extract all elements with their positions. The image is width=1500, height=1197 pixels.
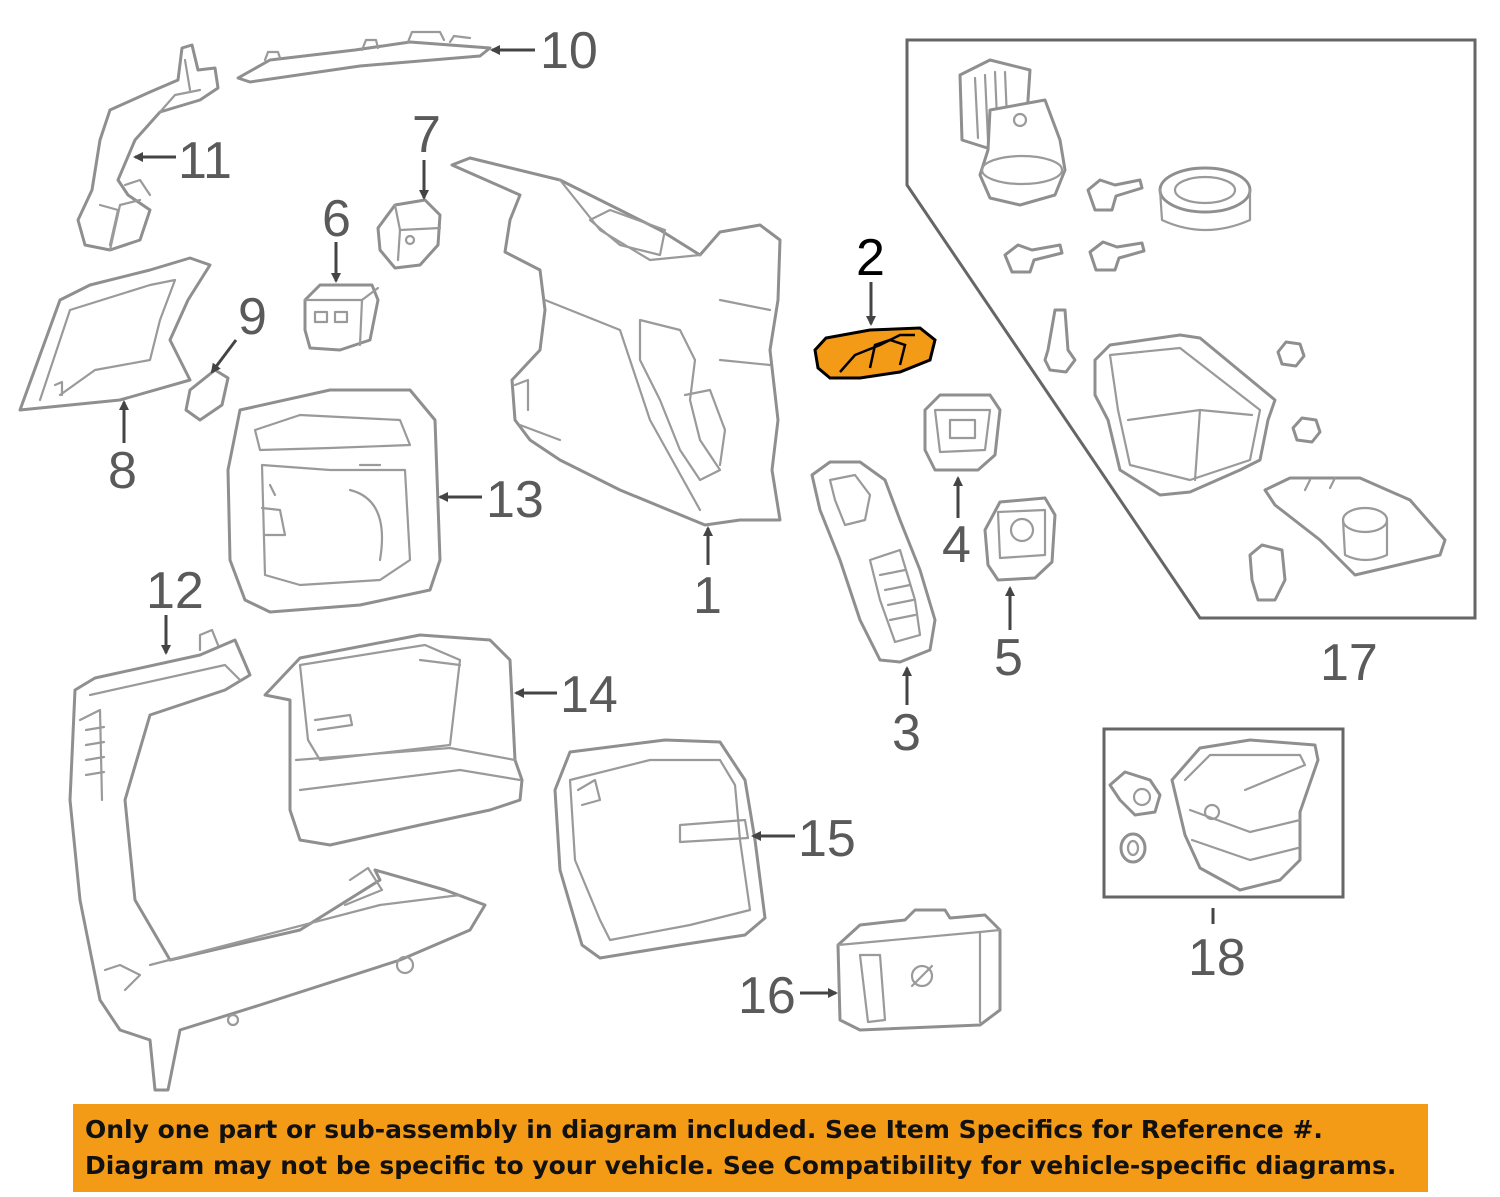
callout-14: 14	[560, 666, 618, 724]
disclaimer-banner: Only one part or sub-assembly in diagram…	[73, 1104, 1428, 1192]
part-10-trim-strip[interactable]	[236, 30, 492, 84]
callout-2: 2	[856, 229, 885, 287]
callout-8: 8	[108, 442, 137, 500]
leader-lines	[119, 45, 1215, 998]
callout-4: 4	[942, 516, 971, 574]
callout-10: 10	[540, 22, 598, 80]
callout-17: 17	[1320, 634, 1378, 692]
callout-5: 5	[994, 629, 1023, 687]
parts-diagram: 1 2 3 4 5 6 7 8 9 10 11 12 13 14 15 16 1…	[18, 22, 1477, 1092]
part-6-connector[interactable]	[303, 283, 380, 352]
part-17-group-box	[905, 38, 1477, 620]
part-9-clip[interactable]	[184, 368, 230, 422]
callout-3: 3	[892, 704, 921, 762]
part-5-power-outlet[interactable]	[983, 496, 1057, 582]
part-17-inverter-assembly[interactable]	[958, 58, 1447, 602]
callout-6: 6	[322, 190, 351, 248]
part-12-lower-side-trim[interactable]	[68, 628, 487, 1092]
callout-9: 9	[238, 288, 267, 346]
part-14-storage-bin[interactable]	[263, 633, 524, 847]
part-18-group-box	[1102, 727, 1345, 899]
part-13-cupholder-panel[interactable]	[226, 388, 442, 614]
part-7-bracket[interactable]	[376, 198, 442, 270]
part-3-grab-handle[interactable]	[810, 460, 937, 664]
part-16-kit-case[interactable]	[836, 908, 1002, 1032]
part-1-quarter-trim-panel[interactable]	[450, 156, 782, 527]
part-2-grab-handle[interactable]	[813, 326, 937, 380]
disclaimer-line-2: Diagram may not be specific to your vehi…	[85, 1151, 1397, 1180]
callout-11: 11	[178, 132, 232, 190]
callout-16: 16	[738, 967, 796, 1025]
part-15-door-panel[interactable]	[553, 738, 767, 960]
callout-1: 1	[693, 567, 722, 625]
callout-7: 7	[412, 106, 441, 164]
callout-labels: 1 2 3 4 5 6 7 8 9 10 11 12 13 14 15 16 1…	[108, 22, 1378, 1025]
callout-12: 12	[146, 562, 204, 620]
part-11-pillar-trim[interactable]	[76, 43, 220, 252]
part-4-switch[interactable]	[923, 393, 1002, 472]
disclaimer-line-1: Only one part or sub-assembly in diagram…	[85, 1115, 1323, 1144]
part-8-window-trim[interactable]	[18, 256, 212, 412]
callout-15: 15	[798, 810, 856, 868]
callout-13: 13	[486, 471, 544, 529]
part-18-storage-cup[interactable]	[1108, 738, 1320, 892]
callout-18: 18	[1188, 929, 1246, 987]
